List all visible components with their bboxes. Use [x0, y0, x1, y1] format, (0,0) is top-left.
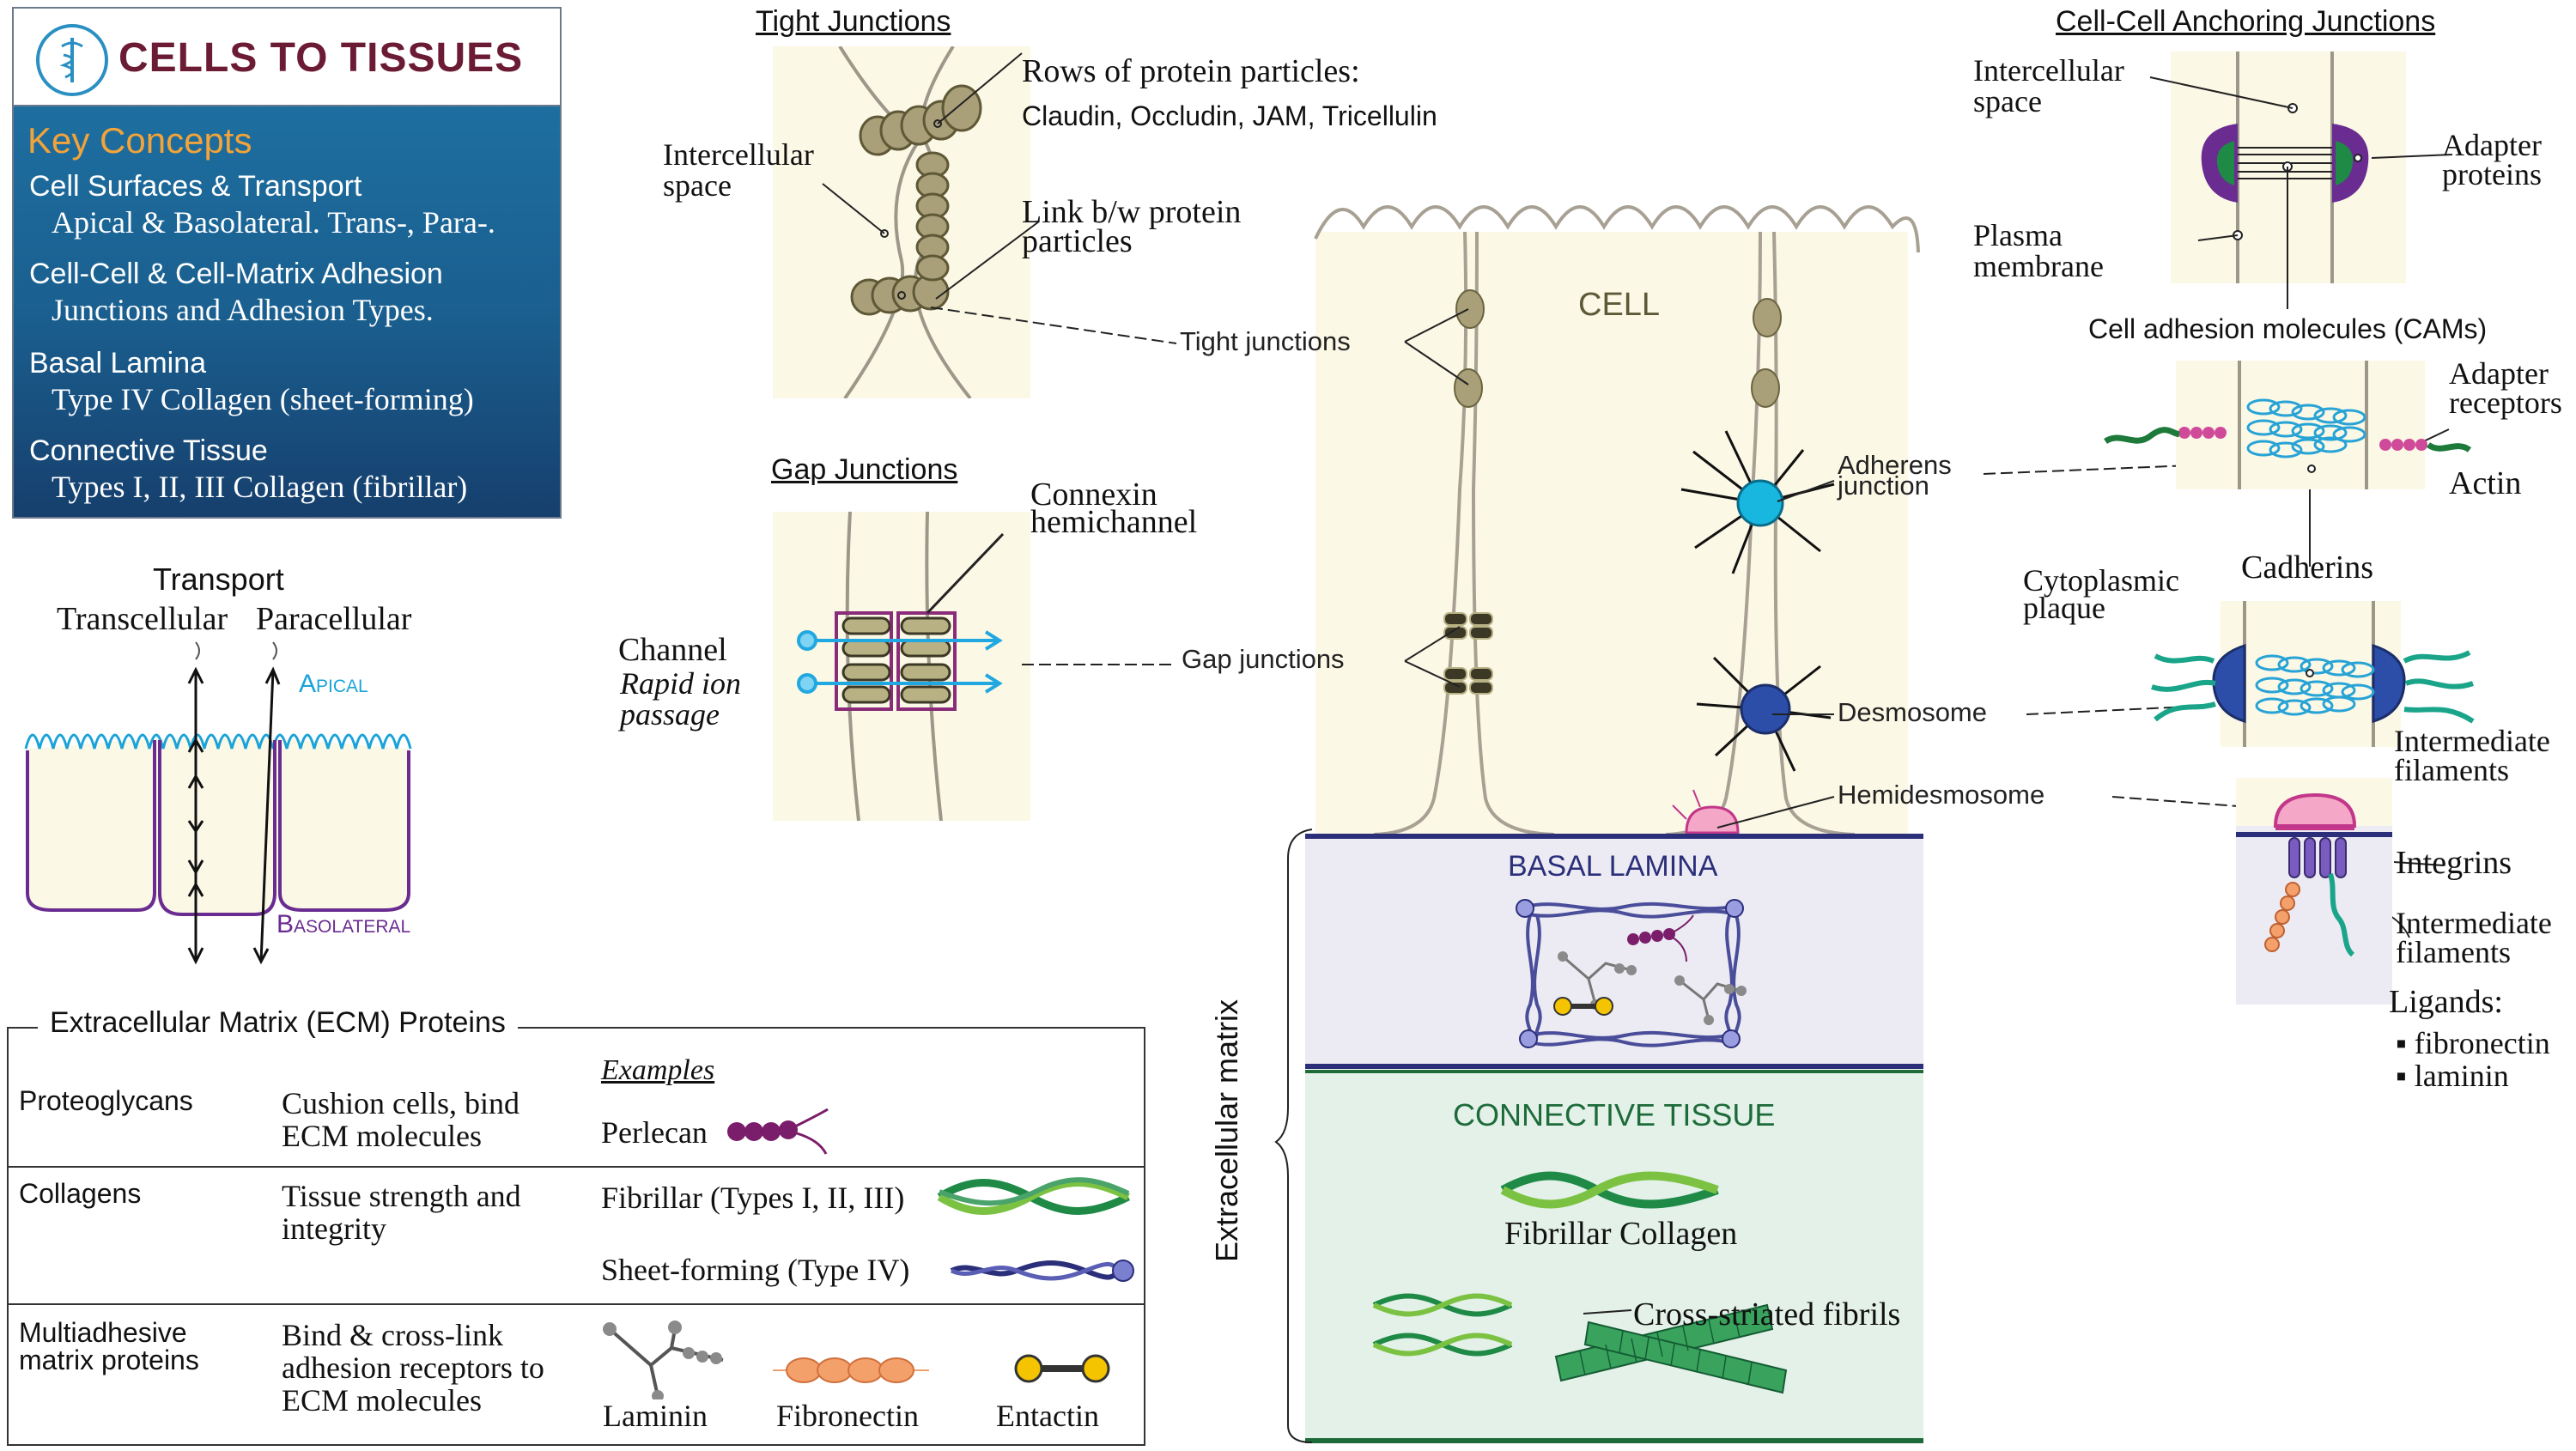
anchoring-title: Cell-Cell Anchoring Junctions — [2056, 5, 2436, 38]
intermediate-filaments-2-label: Intermediate filaments — [2396, 906, 2552, 969]
ligand-laminin: laminin — [2414, 1059, 2509, 1093]
key-concepts-panel: CELLS TO TISSUES Key Concepts Cell Surfa… — [12, 7, 562, 519]
desmosome-inset — [2151, 601, 2475, 747]
concept-detail: Junctions and Adhesion Types. — [52, 293, 434, 327]
ecm-table — [7, 1027, 1145, 1446]
tj-link-leader — [935, 221, 1040, 300]
cams-label: Cell adhesion molecules (CAMs) — [2088, 313, 2488, 344]
concept-detail: Apical & Basolateral. Trans-, Para-. — [52, 205, 495, 240]
central-cell-diagram — [1305, 205, 1923, 1443]
description-proteoglycans: Cushion cells, bind ECM molecules — [282, 1086, 519, 1153]
actin-label: Actin — [2449, 465, 2522, 501]
ecm-table-title: Extracellular Matrix (ECM) Proteins — [38, 1006, 518, 1040]
row-divider — [7, 1303, 1144, 1305]
concept-detail: Types I, II, III Collagen (fibrillar) — [52, 470, 468, 504]
ligand-item: ▪ laminin — [2396, 1059, 2509, 1093]
example-perlecan: Perlecan — [601, 1115, 708, 1150]
ligand-item: ▪ fibronectin — [2396, 1026, 2550, 1060]
transport-title: Transport — [153, 562, 284, 597]
fibrillar-collagen-label: Fibrillar Collagen — [1504, 1216, 1738, 1252]
adapter-receptors-label: Adapter receptors — [2449, 356, 2562, 420]
tight-junctions-title: Tight Junctions — [756, 5, 951, 38]
basolateral-label: Basolateral — [276, 910, 411, 938]
gj-channel-note: Rapid ion passage — [620, 666, 741, 732]
tj-link-label: Link b/w protein particles — [1022, 194, 1242, 259]
tight-junction-inset — [773, 46, 1030, 398]
tj-intercellular-space-label: Intercellular space — [663, 137, 814, 203]
adapter-proteins-label: Adapter proteins — [2442, 128, 2542, 191]
description-multiadhesive: Bind & cross-link adhesion receptors to … — [282, 1318, 544, 1418]
category-proteoglycans: Proteoglycans — [19, 1085, 193, 1116]
fibronectin-icon — [773, 1357, 929, 1383]
ligands-label: Ligands: — [2389, 984, 2503, 1020]
concept-heading: Connective Tissue — [29, 434, 268, 467]
cytoplasmic-plaque-label: Cytoplasmic plaque — [2023, 563, 2179, 625]
basal-lamina-label: BASAL LAMINA — [1508, 850, 1718, 883]
cadherins-label: Cadherins — [2241, 549, 2374, 586]
gap-junction-inset — [773, 512, 1030, 821]
adherens-inset — [2104, 361, 2472, 489]
laminin-icon — [603, 1320, 724, 1399]
ligand-fibronectin: fibronectin — [2414, 1026, 2550, 1060]
category-multiadhesive: Multiadhesive matrix proteins — [19, 1317, 199, 1375]
description-collagens: Tissue strength and integrity — [282, 1179, 521, 1246]
extracellular-matrix-label: Extracellular matrix — [1209, 999, 1245, 1263]
perlecan-icon — [727, 1108, 829, 1155]
adherens-junction-label: Adherens junction — [1838, 450, 1952, 501]
hemidesmosome-inset — [2236, 778, 2392, 1005]
entactin-icon — [1014, 1354, 1110, 1383]
caduceus-icon — [36, 24, 108, 96]
plasma-membrane-label: Plasma membrane — [1973, 218, 2104, 283]
hemidesmosome-label: Hemidesmosome — [1838, 780, 2045, 810]
cross-striated-label: Cross-striated fibrils — [1633, 1296, 1901, 1333]
gj-connexin-label: Connexin hemichannel — [1030, 477, 1198, 540]
category-collagens: Collagens — [19, 1178, 142, 1209]
key-concepts-subtitle: Key Concepts — [27, 120, 252, 161]
example-fibrillar: Fibrillar (Types I, II, III) — [601, 1181, 905, 1215]
intermediate-filaments-label: Intermediate filaments — [2394, 724, 2550, 787]
gj-channel-label: Channel — [618, 632, 727, 668]
desmosome-label: Desmosome — [1838, 697, 1987, 727]
paracellular-label: Paracellular — [256, 601, 412, 637]
key-concepts-header: CELLS TO TISSUES — [14, 9, 560, 106]
cell-label: CELL — [1578, 287, 1661, 323]
transcellular-label: Transcellular — [57, 601, 228, 637]
tight-junctions-label: Tight junctions — [1180, 326, 1351, 356]
apical-label: Apical — [299, 670, 368, 698]
example-laminin: Laminin — [603, 1399, 708, 1433]
connective-tissue-label: CONNECTIVE TISSUE — [1453, 1097, 1776, 1132]
sheet-collagen-icon — [950, 1260, 1134, 1282]
cam-intercellular-space-label: Intercellular space — [1973, 53, 2124, 118]
example-entactin: Entactin — [996, 1399, 1099, 1433]
gap-junctions-label: Gap junctions — [1182, 644, 1345, 674]
concept-heading: Cell Surfaces & Transport — [29, 170, 362, 203]
page-title: CELLS TO TISSUES — [118, 35, 524, 81]
gap-junctions-title: Gap Junctions — [771, 453, 958, 486]
cam-inset — [2171, 52, 2406, 283]
transport-diagram — [24, 641, 412, 965]
concept-heading: Cell-Cell & Cell-Matrix Adhesion — [29, 258, 443, 290]
concept-heading: Basal Lamina — [29, 347, 207, 379]
example-fibronectin: Fibronectin — [776, 1399, 919, 1433]
tj-rows-label: Rows of protein particles: — [1022, 53, 1360, 89]
fibrillar-collagen-icon — [937, 1177, 1131, 1215]
concept-detail: Type IV Collagen (sheet-forming) — [52, 382, 474, 416]
example-sheet-forming: Sheet-forming (Type IV) — [601, 1253, 910, 1287]
examples-header: Examples — [601, 1054, 715, 1086]
integrins-label: Integrins — [2396, 845, 2512, 881]
tj-proteins-label: Claudin, Occludin, JAM, Tricellulin — [1022, 100, 1437, 131]
row-divider — [7, 1166, 1144, 1168]
